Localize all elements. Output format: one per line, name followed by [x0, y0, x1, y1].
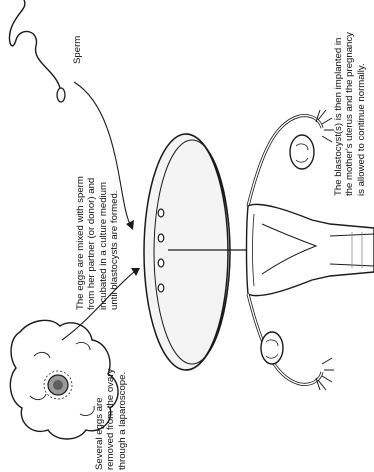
petri-dish	[144, 134, 230, 370]
ovary-arrowhead	[131, 268, 140, 276]
caption-egg-retrieval: Several eggs are removed from the ovary …	[94, 369, 128, 470]
sperm-arrowhead	[126, 220, 134, 230]
caption-fertilization: The eggs are mixed with sperm from her p…	[75, 176, 120, 310]
caption-implantation: The blastocyst(s) is then implanted in t…	[333, 32, 367, 196]
caption-sperm: Sperm	[72, 36, 83, 64]
ovary-upper	[290, 135, 314, 169]
sperm-cell	[9, 0, 65, 102]
ovary-lower	[261, 332, 283, 364]
